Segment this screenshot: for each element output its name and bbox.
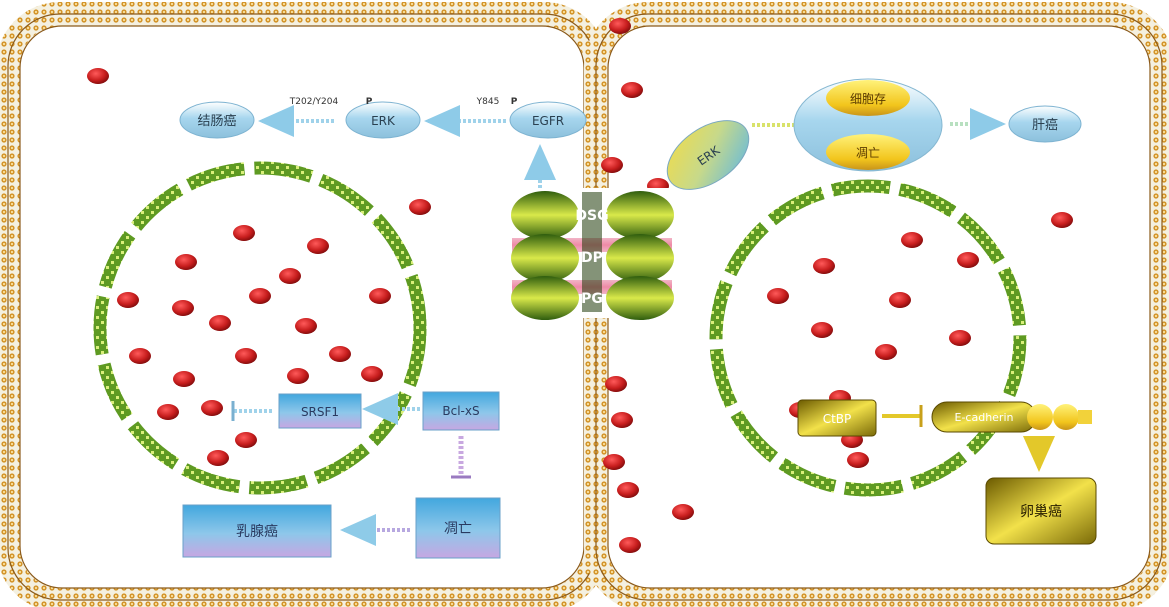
protein-dot bbox=[611, 412, 633, 428]
protein-dot bbox=[172, 300, 194, 316]
breast-cancer-label: 乳腺癌 bbox=[236, 524, 278, 540]
liver-cancer-label: 肝癌 bbox=[1032, 117, 1058, 133]
left-cell-pathway: 结肠癌 ERK T202/Y204 P EGFR Y845 P SRSF1 Bc… bbox=[179, 97, 587, 559]
protein-dot bbox=[173, 371, 195, 387]
proliferation-label: 细胞存 bbox=[850, 92, 886, 106]
protein-dot bbox=[87, 68, 109, 84]
liver-cancer-node bbox=[1008, 105, 1082, 143]
protein-dot bbox=[601, 157, 623, 173]
protein-dot bbox=[603, 454, 625, 470]
apoptosis-node-right bbox=[826, 134, 910, 170]
protein-dot bbox=[207, 450, 229, 466]
protein-dot bbox=[847, 452, 869, 468]
protein-dot bbox=[957, 252, 979, 268]
protein-dot bbox=[875, 344, 897, 360]
protein-dot bbox=[295, 318, 317, 334]
egfr-label: EGFR bbox=[532, 114, 564, 128]
ovarian-cancer-box bbox=[985, 477, 1097, 545]
right-cell-pathway: ERK 细胞存 凋亡 肝癌 CtBP E-cadherin 卵巢癌 bbox=[666, 78, 1097, 545]
bclxs-box bbox=[422, 391, 500, 431]
egfr-node bbox=[509, 101, 587, 139]
egfr-phospho-mark: P bbox=[511, 97, 518, 107]
bclxs-label: Bcl-xS bbox=[442, 404, 479, 418]
apoptosis-label-left: 凋亡 bbox=[444, 521, 472, 537]
protein-dot bbox=[605, 376, 627, 392]
protein-dot bbox=[235, 432, 257, 448]
protein-dot bbox=[235, 348, 257, 364]
protein-dot bbox=[767, 288, 789, 304]
egfr-phospho-site: Y845 bbox=[476, 97, 500, 107]
protein-dot bbox=[175, 254, 197, 270]
erk-label-left: ERK bbox=[371, 114, 396, 128]
erk-phospho-mark: P bbox=[366, 97, 373, 107]
protein-dot bbox=[672, 504, 694, 520]
protein-dot bbox=[901, 232, 923, 248]
apoptosis-box-left bbox=[415, 497, 501, 559]
protein-dot bbox=[209, 315, 231, 331]
protein-dot bbox=[157, 404, 179, 420]
ecadherin-label: E-cadherin bbox=[955, 411, 1014, 424]
protein-dot bbox=[117, 292, 139, 308]
protein-dot bbox=[201, 400, 223, 416]
ctbp-box bbox=[797, 399, 877, 437]
colorectal-cancer-node bbox=[179, 101, 255, 139]
protein-dot bbox=[129, 348, 151, 364]
apoptosis-label-right: 凋亡 bbox=[856, 146, 880, 160]
protein-dot bbox=[287, 368, 309, 384]
protein-dot bbox=[279, 268, 301, 284]
protein-dot bbox=[307, 238, 329, 254]
protein-dot bbox=[329, 346, 351, 362]
left-nucleus-ring bbox=[93, 161, 427, 495]
erk-node-left bbox=[345, 101, 421, 139]
protein-dot bbox=[233, 225, 255, 241]
protein-dot bbox=[811, 322, 833, 338]
right-nucleus-ring bbox=[709, 179, 1027, 497]
protein-dot bbox=[361, 366, 383, 382]
protein-dot bbox=[369, 288, 391, 304]
dp-label: DP bbox=[581, 250, 603, 266]
protein-dot bbox=[621, 82, 643, 98]
protein-dot bbox=[619, 537, 641, 553]
colorectal-cancer-label: 结肠癌 bbox=[197, 113, 236, 129]
srsf1-box bbox=[278, 393, 362, 429]
protein-dot bbox=[249, 288, 271, 304]
erk-phospho-site: T202/Y204 bbox=[289, 97, 339, 107]
protein-dot bbox=[609, 18, 631, 34]
ctbp-label: CtBP bbox=[823, 412, 852, 426]
protein-dot bbox=[889, 292, 911, 308]
protein-dot bbox=[409, 199, 431, 215]
breast-cancer-box bbox=[182, 504, 332, 558]
dsg-label: DSG bbox=[575, 208, 608, 224]
srsf1-label: SRSF1 bbox=[301, 405, 339, 419]
erk-node-right bbox=[666, 120, 750, 190]
protein-dot bbox=[617, 482, 639, 498]
ovarian-cancer-label: 卵巢癌 bbox=[1020, 504, 1062, 520]
protein-dot bbox=[813, 258, 835, 274]
protein-dot bbox=[1051, 212, 1073, 228]
proliferation-node bbox=[826, 80, 910, 116]
desmosome-junction: DSG DP PG bbox=[508, 188, 676, 320]
protein-dot bbox=[949, 330, 971, 346]
pg-label: PG bbox=[581, 291, 603, 307]
